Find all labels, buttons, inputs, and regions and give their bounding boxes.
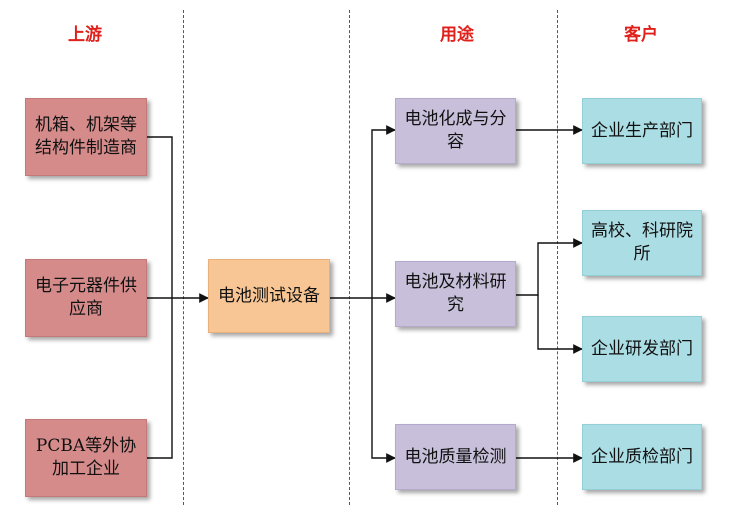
divider-center-usage [349, 10, 350, 505]
connector-center-to-usage-1 [371, 125, 396, 298]
connector-upstream-3 [147, 298, 173, 459]
upstream-node-label: PCBA等外协加工企业 [35, 436, 137, 479]
usage-node-quality-inspection: 电池质量检测 [395, 424, 516, 490]
divider-usage-customer [557, 10, 558, 505]
connector-usage2-customer3 [537, 295, 583, 354]
connector-usage2-split [516, 238, 583, 296]
usage-node-label: 电池质量检测 [404, 446, 507, 467]
usage-node-formation-grading: 电池化成与分容 [395, 98, 516, 164]
center-node-label: 电池测试设备 [218, 285, 320, 306]
customer-node-label: 高校、科研院所 [591, 221, 693, 264]
divider-upstream-center [183, 10, 184, 505]
customer-node-qc-dept: 企业质检部门 [582, 424, 702, 490]
customer-node-label: 企业质检部门 [591, 446, 693, 467]
header-customer: 客户 [624, 25, 658, 45]
customer-node-universities-institutes: 高校、科研院所 [582, 210, 702, 276]
upstream-node-components-supplier: 电子元器件供应商 [25, 259, 147, 337]
upstream-node-pcba-processor: PCBA等外协加工企业 [25, 419, 147, 497]
usage-node-materials-research: 电池及材料研究 [395, 261, 516, 327]
usage-node-label: 电池化成与分容 [404, 109, 507, 152]
customer-node-label: 企业研发部门 [591, 338, 693, 359]
upstream-node-label: 机箱、机架等结构件制造商 [35, 115, 137, 158]
header-usage: 用途 [440, 25, 474, 45]
customer-node-rnd-dept: 企业研发部门 [582, 316, 702, 382]
upstream-node-structure-maker: 机箱、机架等结构件制造商 [25, 98, 147, 176]
center-node-battery-test-equipment: 电池测试设备 [208, 259, 330, 333]
header-upstream: 上游 [68, 25, 102, 45]
connector-upstream-1 [147, 136, 173, 298]
customer-node-label: 企业生产部门 [591, 120, 693, 141]
upstream-node-label: 电子元器件供应商 [35, 276, 137, 319]
customer-node-production-dept: 企业生产部门 [582, 98, 702, 164]
usage-node-label: 电池及材料研究 [404, 272, 507, 315]
connector-center-to-usage-3 [371, 298, 396, 463]
